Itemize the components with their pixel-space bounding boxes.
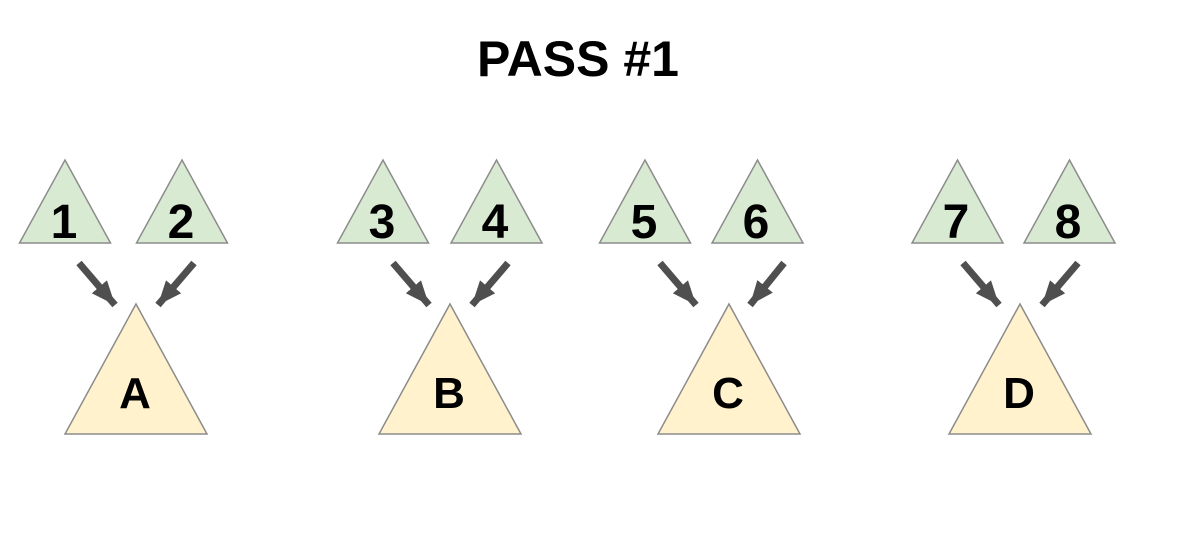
target-triangle-a-label: A — [119, 369, 151, 418]
source-triangle-3 — [336, 158, 430, 244]
arrow-1-to-a — [76, 260, 118, 308]
source-triangle-2-label: 2 — [168, 196, 195, 249]
source-triangle-4 — [449, 158, 544, 244]
target-triangle-a — [63, 302, 209, 435]
arrow-7-to-d — [960, 260, 1002, 308]
arrow-6-to-c — [747, 260, 787, 308]
target-triangle-c — [656, 302, 802, 435]
arrow-5-to-c — [657, 260, 699, 308]
arrow-3-to-b — [390, 260, 432, 308]
arrow-2-to-a — [155, 260, 197, 308]
group-a: 1 2 A — [18, 158, 229, 435]
source-triangle-8-label: 8 — [1055, 196, 1082, 249]
group-b: 3 4 B — [336, 158, 544, 435]
diagram-title: PASS #1 — [477, 31, 679, 87]
source-triangle-1 — [18, 158, 112, 244]
source-triangle-6-label: 6 — [743, 196, 770, 249]
source-triangle-5-label: 5 — [631, 196, 658, 249]
arrow-8-to-d — [1039, 260, 1081, 308]
target-triangle-d — [947, 302, 1093, 435]
group-d: 7 8 D — [910, 158, 1117, 435]
group-c: 5 6 C — [598, 158, 805, 435]
source-triangle-1-label: 1 — [51, 196, 78, 249]
source-triangle-5 — [598, 158, 692, 244]
target-triangle-b-label: B — [433, 369, 465, 418]
target-triangle-b — [377, 302, 523, 435]
source-triangle-7 — [910, 158, 1005, 244]
target-triangle-d-label: D — [1003, 369, 1035, 418]
source-triangle-3-label: 3 — [369, 196, 396, 249]
arrow-4-to-b — [469, 260, 511, 308]
target-triangle-c-label: C — [712, 369, 744, 418]
source-triangle-4-label: 4 — [482, 196, 509, 249]
source-triangle-6 — [710, 158, 805, 244]
source-triangle-2 — [135, 158, 229, 244]
source-triangle-7-label: 7 — [943, 196, 970, 249]
source-triangle-8 — [1022, 158, 1117, 244]
